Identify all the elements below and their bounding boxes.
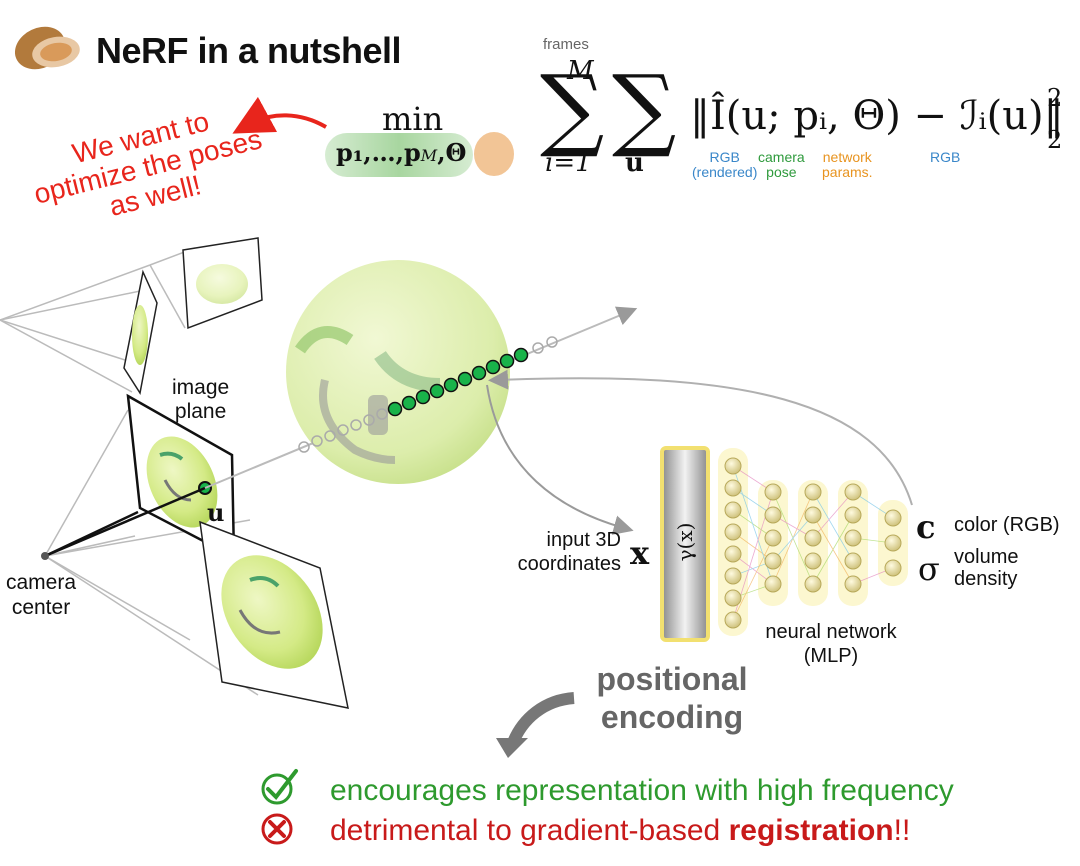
encoding-label: γ(x) [673, 522, 697, 562]
positional-encoding-label: positional encoding [596, 661, 748, 735]
norm-superscript: 2 [1047, 84, 1063, 112]
nut-icon [14, 26, 80, 70]
checkmark-icon [261, 769, 298, 805]
loss-expression: ‖Î(u; pᵢ, Θ) − ℐᵢ(u)‖ [690, 93, 1064, 139]
sum-symbol-pixels: ∑ [612, 56, 677, 161]
term-label-camera-pose: camera pose [758, 149, 805, 180]
arrow-to-network [486, 384, 634, 535]
sum-upper-limit: M [567, 56, 594, 86]
camera-center-dot [41, 552, 49, 560]
input-coordinates-label: input 3D coordinates [517, 529, 621, 575]
poses-subscript: p₁,…,p [336, 138, 421, 167]
norm-subscript: 2 [1047, 126, 1063, 154]
sum-lower-i: i=1 [545, 148, 592, 178]
frames-label: frames [543, 36, 589, 53]
output-density-symbol: σ [918, 550, 940, 588]
bullet-bad: detrimental to gradient-based registrati… [330, 814, 911, 847]
image-plane-label: image plane [172, 376, 230, 423]
pe-arrow [506, 692, 575, 748]
output-density-label: volume density [954, 546, 1019, 590]
sum-symbol-frames: ∑ [540, 56, 605, 161]
sum-lower-u: u [625, 148, 644, 178]
cross-icon [261, 813, 293, 845]
term-label-rgb-rendered: RGB (rendered) [692, 149, 758, 180]
poses-subscript-M: M [420, 146, 438, 165]
input-x-symbol: x [630, 534, 650, 572]
mlp-network [718, 448, 908, 636]
term-label-network-params: network params. [822, 149, 873, 180]
pe-arrow-head [496, 738, 528, 758]
pixel-label: u [207, 498, 225, 527]
arrow-from-network [488, 369, 913, 506]
output-color-symbol: c [916, 508, 936, 546]
camera-center-label: camera center [6, 571, 77, 619]
output-color-label: color (RGB) [954, 514, 1060, 536]
neural-network-label: neural network (MLP) [765, 621, 897, 667]
optimization-variables: p₁,…,pM,Θ [336, 138, 467, 167]
theta-symbol: Θ [445, 138, 467, 167]
encoding-block [660, 446, 710, 642]
page-title: NeRF in a nutshell [96, 30, 402, 71]
theta-highlight [474, 132, 514, 176]
bullet-good: encourages representation with high freq… [330, 774, 954, 807]
min-operator: min [382, 100, 444, 138]
poses-highlight [325, 133, 473, 177]
red-arrow [232, 96, 327, 134]
term-label-rgb: RGB [930, 149, 961, 165]
